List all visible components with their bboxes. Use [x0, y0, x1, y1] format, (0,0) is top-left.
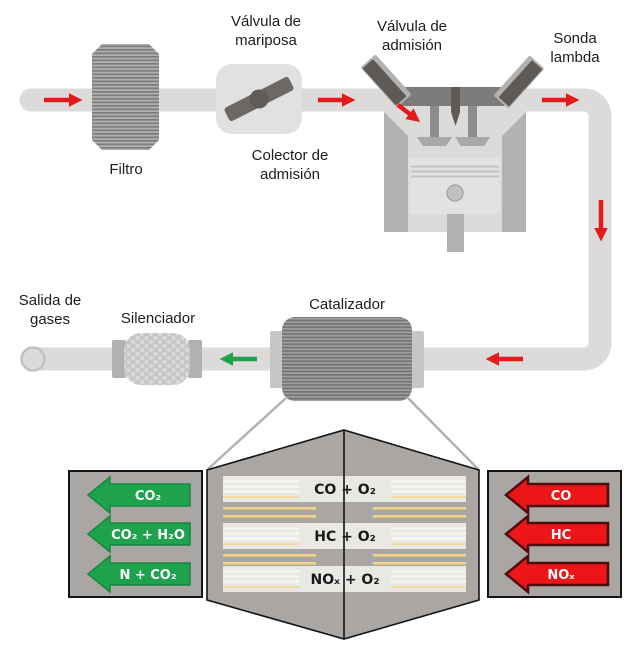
label-sonda-lambda-line2: lambda [550, 49, 600, 66]
muffler-cap-left [112, 340, 126, 378]
reaction-co: CO + O₂ [314, 482, 376, 498]
converted-gas-arrows [86, 475, 191, 594]
reaction-text-masks [299, 477, 391, 591]
exhaust-tip [20, 346, 46, 372]
label-salida-gases-line2: gases [30, 311, 70, 328]
red-arrow-nox [504, 553, 610, 595]
red-arrow-hc [504, 513, 610, 555]
valve-stem-left [430, 106, 439, 137]
pollutant-gas-arrows [504, 474, 610, 595]
component-labels: Válvula de mariposa Válvula de admisión … [19, 13, 601, 328]
label-valvula-admision-line2: admisión [382, 37, 442, 54]
connecting-rod [447, 214, 464, 252]
valve-stem-right [468, 106, 477, 137]
label-catalizador: Catalizador [309, 296, 385, 313]
pollutant-gas-label: NOₓ [547, 568, 575, 583]
green-arrow-co2 [86, 475, 191, 515]
converted-gas-label: CO₂ [135, 489, 161, 504]
intake-valve [361, 55, 411, 107]
piston-pin [446, 184, 464, 202]
throttle-valve [216, 64, 302, 134]
pollutant-gas-label: CO [551, 489, 572, 504]
converted-gas-label: CO₂ + H₂O [111, 528, 185, 543]
converted-gases-panel: CO₂ CO₂ + H₂O N + CO₂ [68, 470, 203, 598]
catalyst-yellow-lines [223, 507, 466, 565]
cylinder-wall-left [384, 112, 408, 232]
label-valvula-mariposa-line1: Válvula de [231, 13, 301, 30]
muffler-body [124, 333, 190, 385]
green-arrow-co2-h2o [86, 514, 191, 554]
piston [410, 158, 500, 252]
label-colector-line1: Colector de [252, 147, 329, 164]
lambda-probe [494, 56, 544, 108]
catalyst-inset: CO + O₂ HC + O₂ NOₓ + O₂ [206, 429, 480, 640]
flow-arrows-red [44, 93, 608, 366]
intake-valve-body [362, 59, 407, 106]
label-valvula-mariposa-line2: mariposa [235, 32, 297, 49]
reaction-nox: NOₓ + O₂ [311, 572, 380, 588]
muffler [112, 333, 202, 385]
label-sonda-lambda-line1: Sonda [553, 30, 597, 47]
catalytic-converter [270, 317, 424, 401]
pollutant-gas-label: HC [551, 528, 571, 543]
pollutant-gases-panel: CO HC NOₓ [487, 470, 622, 598]
label-silenciador: Silenciador [121, 310, 195, 327]
valve-head-left [417, 137, 452, 146]
air-filter [92, 44, 159, 150]
label-salida-gases-line1: Salida de [19, 292, 82, 309]
valve-head-right [455, 137, 490, 146]
cylinder-wall-right [502, 112, 526, 232]
muffler-cap-right [188, 340, 202, 378]
butterfly-shaft [249, 89, 269, 109]
label-colector-line2: admisión [260, 166, 320, 183]
callout-line-left [207, 397, 287, 470]
spark-plug-icon [451, 87, 460, 126]
flow-arrow-into-cylinder [396, 103, 421, 122]
catalyst-body [282, 317, 412, 401]
callout-line-right [407, 397, 479, 470]
red-arrow-co [504, 474, 610, 516]
lambda-probe-body [498, 60, 543, 107]
label-valvula-admision-line1: Válvula de [377, 18, 447, 35]
reaction-hc: HC + O₂ [314, 529, 376, 545]
converted-gas-label: N + CO₂ [119, 568, 176, 583]
green-arrow-n-co2 [86, 554, 191, 594]
label-filtro: Filtro [109, 161, 142, 178]
